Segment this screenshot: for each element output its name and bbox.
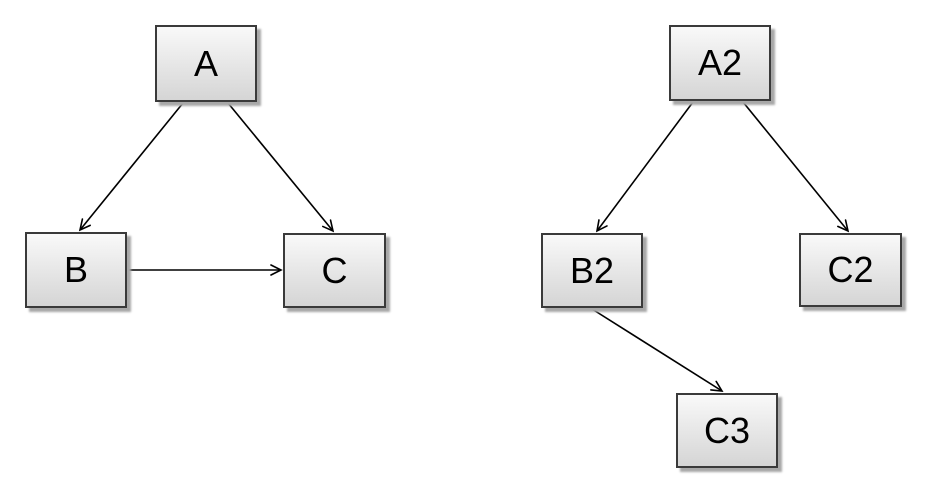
- node-c[interactable]: C: [283, 233, 386, 308]
- node-a2[interactable]: A2: [669, 25, 771, 101]
- node-label-a: A: [193, 42, 218, 84]
- edge-A-B: [78, 102, 184, 232]
- edge-A2-C2: [742, 101, 850, 233]
- node-c2[interactable]: C2: [799, 233, 902, 307]
- node-label-c: C: [321, 249, 348, 291]
- node-label-c2: C2: [827, 249, 874, 290]
- node-label-b2: B2: [569, 249, 615, 291]
- edge-A2-B2: [595, 101, 694, 233]
- node-b[interactable]: B: [25, 232, 127, 308]
- node-c3[interactable]: C3: [676, 393, 778, 468]
- edge-A-C: [227, 102, 335, 233]
- node-label-a2: A2: [697, 42, 743, 83]
- node-b2[interactable]: B2: [541, 233, 643, 308]
- node-a[interactable]: A: [155, 25, 257, 102]
- edge-B2-C3: [591, 308, 724, 392]
- node-label-b: B: [63, 249, 88, 290]
- node-label-c3: C3: [703, 409, 751, 451]
